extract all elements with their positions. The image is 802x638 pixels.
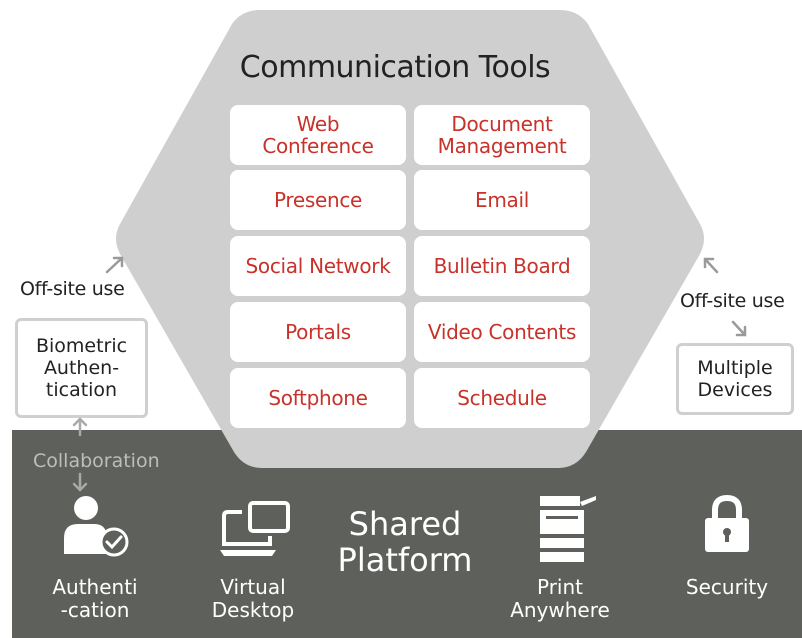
multiple-devices-box: Multiple Devices [676,343,794,415]
left-offsite-label: Off-site use [20,278,125,300]
left-up-arrow [105,256,124,274]
platform-label-virtual-desktop: Virtual Desktop [211,575,295,622]
tool-item: Bulletin Board [414,236,590,296]
right-down-arrow [731,320,747,337]
biometric-authentication-box: Biometric Authen- tication [15,318,148,418]
platform-label-print-anywhere: Print Anywhere [510,575,610,622]
tool-item: Social Network [230,236,406,296]
tool-item: Presence [230,170,406,230]
lock-icon [705,494,749,552]
platform-label-authentication: Authenti -cation [52,575,138,622]
tool-item: Video Contents [414,302,590,362]
tool-item: Email [414,170,590,230]
tool-item: Schedule [414,368,590,428]
shared-platform-title: Shared Platform [337,505,473,579]
collab-up-arrow [72,417,88,437]
collab-down-arrow [72,472,88,492]
user-check-icon [64,496,129,557]
tool-item: Document Management [414,105,590,165]
collaboration-label: Collaboration [33,450,160,472]
tool-item: Softphone [230,368,406,428]
tool-item: Portals [230,302,406,362]
printer-icon [540,496,596,562]
tool-item: Web Conference [230,105,406,165]
platform-label-security: Security [685,575,769,599]
communication-tools-title: Communication Tools [239,50,551,85]
virtual-desktop-icon [220,501,290,556]
right-offsite-label: Off-site use [680,290,785,312]
right-up-arrow [703,257,719,274]
